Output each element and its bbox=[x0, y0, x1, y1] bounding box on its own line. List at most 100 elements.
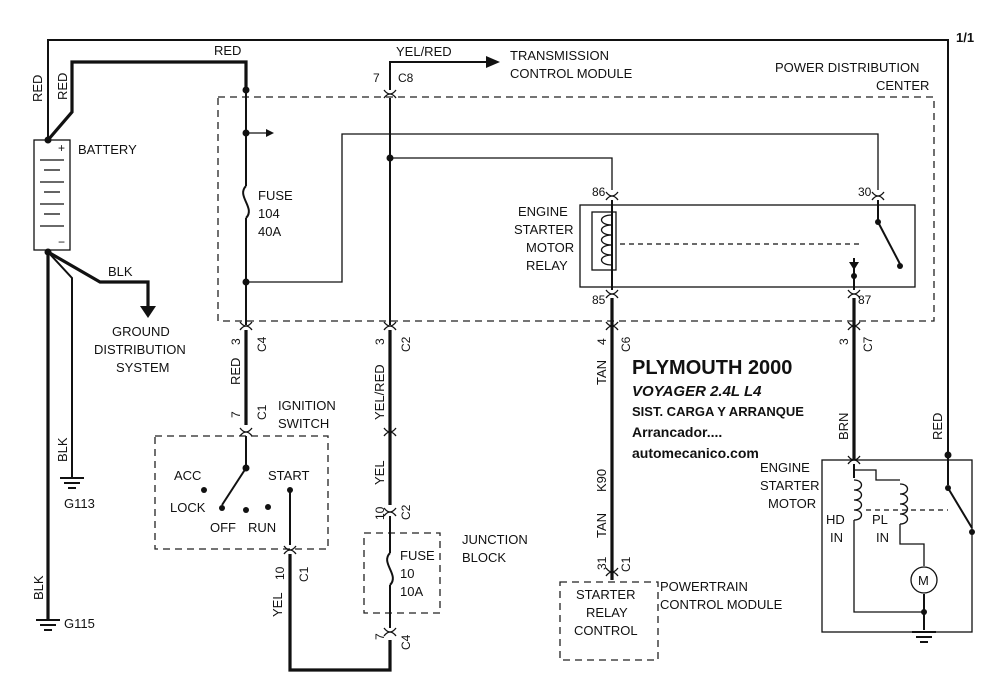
pdc-box bbox=[217, 96, 935, 322]
junction-block-box bbox=[363, 532, 441, 614]
pin-85: 85 bbox=[592, 293, 606, 307]
connector-c1: C1 bbox=[297, 566, 311, 582]
pin-3: 3 bbox=[837, 338, 851, 345]
pin-10: 10 bbox=[273, 566, 287, 580]
connector-c4: C4 bbox=[255, 336, 269, 352]
pl-label: PL bbox=[872, 512, 888, 527]
fuse10-number: 10 bbox=[400, 566, 414, 581]
motor-icon bbox=[910, 566, 938, 594]
wire-label-yel: YEL bbox=[270, 592, 285, 617]
pl-label: IN bbox=[876, 530, 889, 545]
solenoid-contact bbox=[947, 487, 973, 529]
connector-c2: C2 bbox=[399, 336, 413, 352]
wire-label-yel: YEL bbox=[372, 460, 387, 485]
ground-arrow-icon bbox=[140, 306, 156, 318]
wire-label-tan: TAN bbox=[594, 513, 609, 538]
fuse-to-relay30-wire bbox=[246, 133, 879, 283]
motor-label: ENGINE bbox=[760, 460, 810, 475]
diagram-system: SIST. CARGA Y ARRANQUE bbox=[632, 404, 804, 419]
ground-label: GROUND bbox=[112, 324, 170, 339]
pcm-title: CONTROL MODULE bbox=[660, 597, 783, 612]
pin-7: 7 bbox=[373, 633, 387, 640]
relay-box bbox=[579, 204, 916, 288]
ign-lock: LOCK bbox=[170, 500, 206, 515]
fuse10-label: FUSE bbox=[400, 548, 435, 563]
pin-10: 10 bbox=[373, 506, 387, 520]
connector-c2: C2 bbox=[399, 504, 413, 520]
ground-icon bbox=[36, 619, 60, 631]
pin-87: 87 bbox=[858, 293, 872, 307]
battery-label: BATTERY bbox=[78, 142, 137, 157]
ground-label: SYSTEM bbox=[116, 360, 169, 375]
g115-label: G115 bbox=[64, 616, 95, 631]
g113-label: G113 bbox=[64, 496, 95, 511]
ignition-label: SWITCH bbox=[278, 416, 329, 431]
ground-icon bbox=[60, 477, 84, 489]
connector-c7: C7 bbox=[861, 336, 875, 352]
motor-label: MOTOR bbox=[768, 496, 816, 511]
pin-4: 4 bbox=[595, 338, 609, 345]
pin-31: 31 bbox=[595, 556, 609, 570]
pin-86: 86 bbox=[592, 185, 606, 199]
arrow-icon bbox=[486, 56, 500, 68]
hd-label: IN bbox=[830, 530, 843, 545]
pin-3: 3 bbox=[229, 338, 243, 345]
ign-run: RUN bbox=[248, 520, 276, 535]
wire-label-yel-red: YEL/RED bbox=[396, 44, 452, 59]
blk-gds-wire bbox=[47, 250, 150, 310]
svg-text:+: + bbox=[58, 141, 65, 155]
tcm-label: TRANSMISSION bbox=[510, 48, 609, 63]
relay-label: MOTOR bbox=[526, 240, 574, 255]
wire-label-red: RED bbox=[55, 73, 70, 100]
diagram-component: Arrancador.... bbox=[632, 424, 722, 440]
junction-label: JUNCTION bbox=[462, 532, 528, 547]
connector-c6: C6 bbox=[619, 336, 633, 352]
ign-acc: ACC bbox=[174, 468, 201, 483]
connector-c1: C1 bbox=[255, 404, 269, 420]
junction-label: BLOCK bbox=[462, 550, 506, 565]
blk-g113-wire bbox=[47, 251, 73, 478]
pdc-label: POWER DISTRIBUTION bbox=[775, 60, 919, 75]
ignition-switch-box bbox=[154, 435, 329, 550]
wire-label-red: RED bbox=[228, 358, 243, 385]
fuse104-rating: 40A bbox=[258, 224, 281, 239]
wire-label-brn: BRN bbox=[836, 413, 851, 440]
diagram-website: automecanico.com bbox=[632, 445, 759, 461]
wire-label-red: RED bbox=[30, 75, 45, 102]
pcm-title: POWERTRAIN bbox=[660, 579, 748, 594]
yel-start-wire bbox=[288, 554, 392, 672]
pcm-label: STARTER bbox=[576, 587, 635, 602]
ignition-contact bbox=[221, 467, 247, 506]
pin-7: 7 bbox=[373, 71, 380, 85]
pin-7: 7 bbox=[229, 411, 243, 418]
fuse104-icon bbox=[242, 185, 250, 219]
relay-label: ENGINE bbox=[518, 204, 568, 219]
pull-in-coil-icon bbox=[899, 483, 909, 525]
tcm-label: CONTROL MODULE bbox=[510, 66, 633, 81]
relay-label: RELAY bbox=[526, 258, 568, 273]
pcm-box bbox=[559, 581, 659, 661]
starter-motor-box bbox=[821, 459, 973, 633]
ground-label: DISTRIBUTION bbox=[94, 342, 186, 357]
sheet-number: 1/1 bbox=[956, 30, 974, 45]
motor-symbol: M bbox=[918, 573, 929, 588]
wire-label-yel-red: YEL/RED bbox=[372, 364, 387, 420]
relay-label: STARTER bbox=[514, 222, 573, 237]
connector-c1: C1 bbox=[619, 556, 633, 572]
battery-red-wire bbox=[46, 60, 248, 142]
ignition-label: IGNITION bbox=[278, 398, 336, 413]
pcm-label: CONTROL bbox=[574, 623, 638, 638]
wire-label-blk: BLK bbox=[31, 575, 46, 600]
pin-3: 3 bbox=[373, 338, 387, 345]
ign-off: OFF bbox=[210, 520, 236, 535]
pin-30: 30 bbox=[858, 185, 872, 199]
svg-text:−: − bbox=[58, 235, 65, 249]
fuse10-rating: 10A bbox=[400, 584, 423, 599]
red-bus-wire bbox=[47, 39, 949, 455]
connector-c4: C4 bbox=[399, 634, 413, 650]
hold-in-coil-icon bbox=[853, 479, 863, 521]
diagram-title: PLYMOUTH 2000 bbox=[632, 357, 792, 379]
fuse104-label: FUSE bbox=[258, 188, 293, 203]
wire-label-blk: BLK bbox=[55, 437, 70, 462]
